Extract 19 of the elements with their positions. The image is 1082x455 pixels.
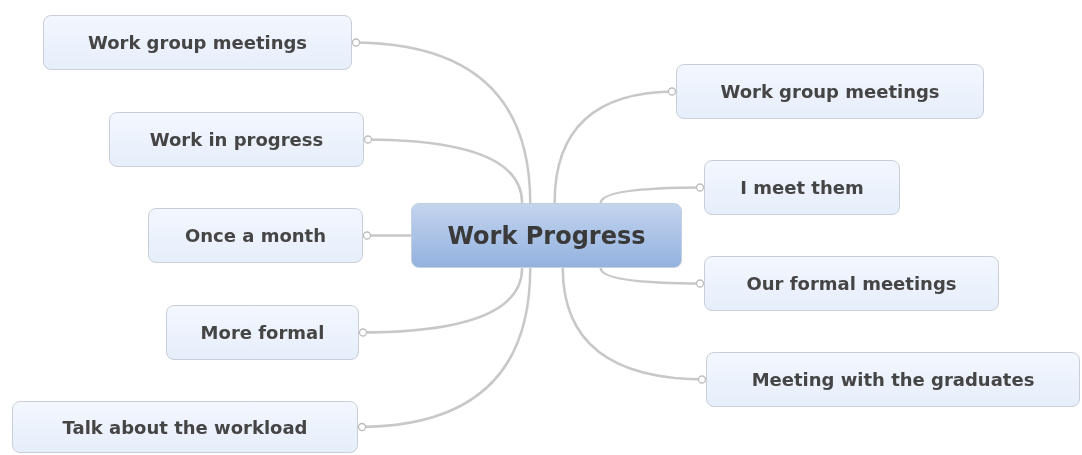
subtopic-box: I meet them — [704, 160, 900, 215]
connector-line — [553, 87, 677, 204]
connector-line — [362, 231, 411, 240]
connector-line — [599, 183, 705, 204]
subtopic-box: Talk about the workload — [12, 401, 358, 453]
connector-line — [363, 135, 524, 204]
subtopic-box: Work group meetings — [676, 64, 984, 119]
subtopic-box: More formal — [166, 305, 359, 360]
subtopic-box: Work in progress — [109, 112, 364, 167]
connector-line — [599, 267, 705, 288]
subtopic-box: Work group meetings — [43, 15, 352, 70]
subtopic-box: Our formal meetings — [704, 256, 999, 311]
subtopic-box: Once a month — [148, 208, 363, 263]
subtopic-box: Meeting with the graduates — [706, 352, 1080, 407]
connector-line — [358, 267, 524, 337]
central-topic-box: Work Progress — [411, 203, 682, 268]
connector-line — [351, 38, 532, 204]
connector-line — [561, 267, 707, 384]
connector-line — [357, 267, 532, 431]
